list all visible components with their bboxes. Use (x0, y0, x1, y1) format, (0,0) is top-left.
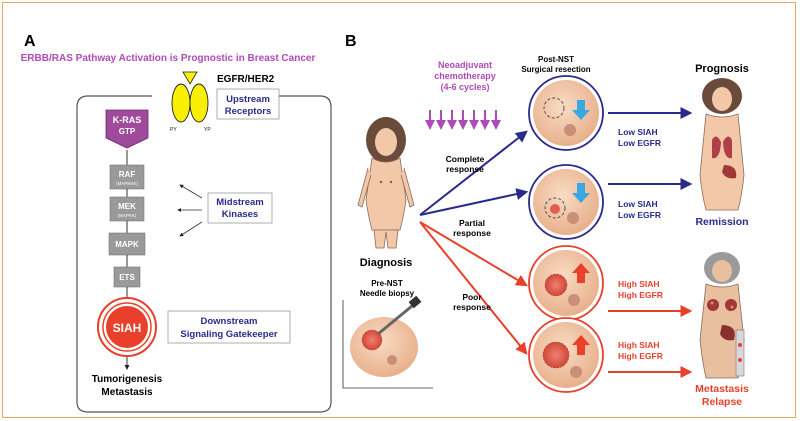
raf-sub-label: (MAPKKK) (116, 181, 138, 186)
poor-response-line2: response (453, 302, 491, 312)
mapk-label: MAPK (115, 240, 139, 249)
biopsy-inset-frame (342, 300, 433, 389)
mek-sub-label: (MAPKK) (118, 213, 137, 218)
complete-response-line1: Complete (446, 154, 485, 164)
downstream-label-line1: Downstream (200, 316, 257, 327)
siah-label: SIAH (113, 321, 142, 335)
k-ras-gtp-label: GTP (119, 127, 136, 136)
k-ras-label: K-RAS (113, 115, 142, 125)
k-ras-shape (105, 109, 149, 149)
prognosis-label: Prognosis (695, 63, 749, 75)
panel-a-title: ERBB/RAS Pathway Activation is Prognosti… (21, 53, 316, 64)
tissue-section-partial (528, 164, 604, 240)
siah-node (97, 297, 157, 357)
panel-a: A ERBB/RAS Pathway Activation is Prognos… (21, 33, 332, 413)
egfr-her2-receptor-icon (171, 71, 209, 123)
diagnosis-label: Diagnosis (360, 257, 413, 269)
poor-response-line1: Poor (462, 292, 482, 302)
relapse-patient-icon (699, 252, 745, 379)
py-right-label: YP (204, 127, 211, 133)
post-nst-label-line2: Surgical resection (521, 65, 590, 74)
poor-response-arrow-2 (419, 221, 528, 355)
downstream-label-line2: Signaling Gatekeeper (180, 329, 277, 340)
up-arrow-icon (572, 263, 590, 283)
remission-label: Remission (695, 216, 748, 228)
therapy-label-line1: Neoadjuvant (438, 60, 492, 70)
metastasis-label: Metastasis (101, 387, 153, 398)
biopsy-label-line1: Pre-NST (371, 279, 403, 288)
egfr-her2-label: EGFR/HER2 (217, 74, 275, 85)
relapse-label-line1: Metastasis (695, 383, 749, 395)
mek-box (109, 196, 145, 222)
downstream-label-box (167, 310, 291, 344)
cell-membrane (76, 95, 332, 413)
needle-biopsy-icon (350, 295, 422, 377)
partial-response-arrow (419, 188, 529, 216)
up-arrow-icon (572, 335, 590, 355)
therapy-label-line2: chemotherapy (434, 71, 496, 81)
panel-b: B Neoadjuvant chemotherapy (4-6 cycles) … (342, 33, 749, 408)
chemotherapy-cycle-arrows (425, 110, 501, 130)
down-arrow-icon (572, 183, 590, 203)
poor-response-arrow-1 (419, 221, 529, 287)
remission-patient-icon (699, 78, 745, 211)
complete-response-arrow (419, 130, 528, 216)
partial-response-line2: response (453, 228, 491, 238)
panel-b-letter: B (345, 33, 357, 50)
raf-box (109, 164, 145, 190)
post-nst-label-line1: Post-NST (538, 55, 574, 64)
marker-label-3-line2: High EGFR (618, 290, 663, 300)
tumorigenesis-label: Tumorigenesis (92, 374, 163, 385)
py-left-label: PY (170, 127, 177, 133)
relapse-label-line2: Relapse (702, 396, 742, 408)
upstream-label-box (216, 88, 280, 120)
marker-label-4-line1: High SIAH (618, 340, 660, 350)
midstream-pointer-mapk (179, 221, 203, 237)
partial-response-line1: Partial (459, 218, 485, 228)
marker-label-4-line2: High EGFR (618, 351, 663, 361)
upstream-label-line1: Upstream (226, 94, 270, 105)
raf-label: RAF (119, 170, 136, 179)
marker-label-1-line1: Low SIAH (618, 127, 658, 137)
marker-label-3-line1: High SIAH (618, 279, 660, 289)
complete-response-line2: response (446, 164, 484, 174)
tissue-section-poor-2 (528, 317, 604, 393)
ets-label: ETS (119, 273, 135, 282)
therapy-label-line3: (4-6 cycles) (440, 82, 489, 92)
upstream-label-line2: Receptors (225, 106, 271, 117)
diagnosis-patient-icon (357, 117, 415, 249)
marker-label-1-line2: Low EGFR (618, 138, 661, 148)
tissue-section-poor-1 (528, 245, 604, 321)
marker-label-2-line1: Low SIAH (618, 199, 658, 209)
biopsy-label-line2: Needle biopsy (360, 289, 415, 298)
mek-label: MEK (118, 202, 136, 211)
tissue-section-complete (528, 75, 604, 151)
down-arrow-icon (572, 100, 590, 120)
midstream-label-line1: Midstream (216, 197, 264, 208)
midstream-pointer-raf (179, 184, 203, 199)
marker-label-2-line2: Low EGFR (618, 210, 661, 220)
panel-a-letter: A (24, 33, 36, 50)
midstream-label-line2: Kinases (222, 209, 258, 220)
midstream-label-box (207, 192, 273, 224)
